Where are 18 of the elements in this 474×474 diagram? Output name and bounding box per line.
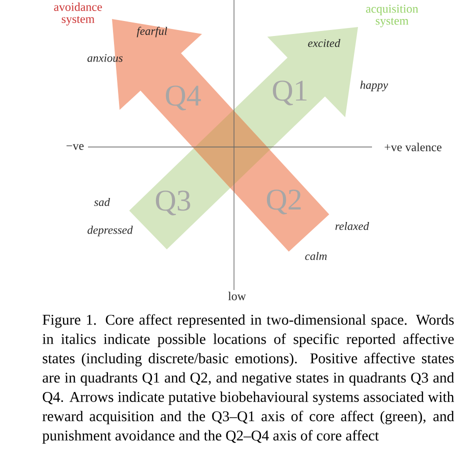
emotion-word: excited bbox=[308, 38, 340, 48]
system-label: avoidance system bbox=[54, 2, 102, 26]
emotion-word: calm bbox=[305, 252, 327, 260]
emotion-word: happy bbox=[360, 80, 388, 92]
quadrant-label: Q1 bbox=[272, 80, 307, 106]
emotion-word: anxious bbox=[87, 54, 123, 62]
quadrant-label: Q4 bbox=[166, 86, 201, 110]
emotion-word: fearful bbox=[136, 26, 168, 38]
caption: Figure 1. Core affect represented in two-dimensional space. Words in italics indicate possible locations of specific reported affective states (including discrete/basic emotions). Positive affective states are in quadrants Q1 and Q2, and negative states in quadrants Q3 and Q4. Arrows indicate putative biobehavioural systems associated with reward acquisition and the Q3–Q1 axis of core affect (green), and punishment avoidance and the Q2–Q4 axis of core affect bbox=[42, 314, 454, 444]
system-label: acquisition system bbox=[366, 4, 418, 28]
quadrant-label: Q3 bbox=[156, 190, 190, 216]
axis-label: +ve valence bbox=[384, 142, 442, 152]
axis-label: low bbox=[228, 292, 246, 300]
emotion-word: relaxed bbox=[335, 222, 370, 230]
axis-label: −ve bbox=[66, 144, 84, 150]
quadrant-label: Q2 bbox=[266, 190, 301, 214]
emotion-word: depressed bbox=[88, 226, 133, 236]
emotion-word: sad bbox=[94, 198, 110, 206]
